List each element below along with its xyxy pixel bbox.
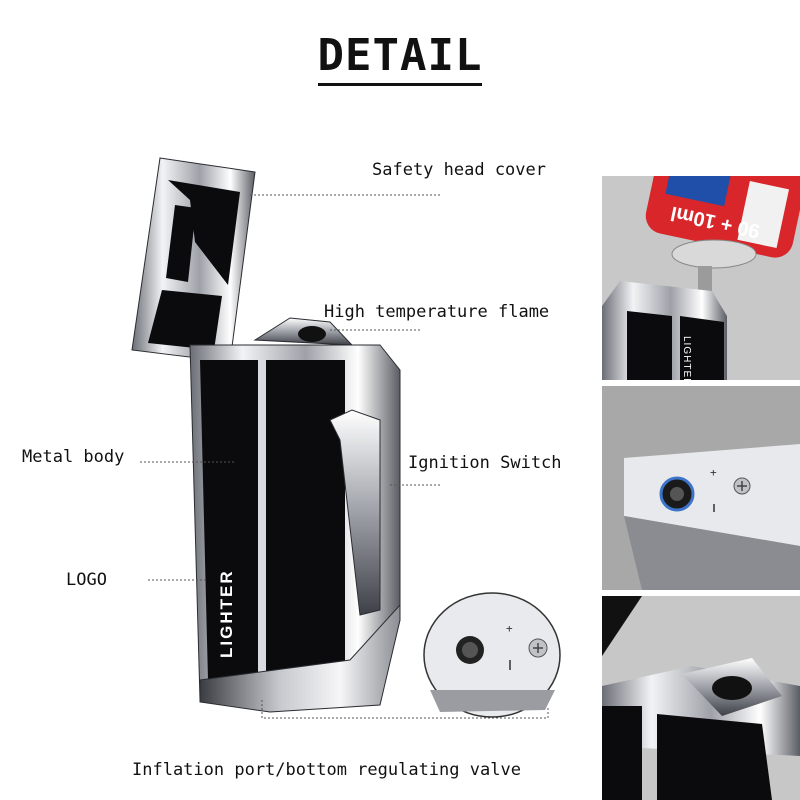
safety-head-cover	[131, 157, 256, 363]
label-high-temperature-flame: High temperature flame	[324, 302, 550, 322]
photo-flame-outlet-top	[602, 596, 800, 800]
label-ignition-switch: Ignition Switch	[408, 453, 562, 473]
lighter-body	[189, 344, 401, 713]
label-metal-body: Metal body	[22, 447, 125, 467]
flame-outlet	[253, 317, 354, 346]
brand-logo-text: LIGHTER	[217, 569, 236, 658]
inflation-port-zoom: +	[423, 592, 561, 718]
label-safety-head-cover: Safety head cover	[372, 160, 546, 180]
page-title: DETAIL	[0, 30, 800, 86]
svg-text:+: +	[506, 622, 513, 635]
svg-text:LIGHTER: LIGHTER	[681, 336, 692, 380]
photo-refill-gas-can: 90 + 10ml LIGHTER	[602, 176, 800, 380]
leader-lines	[140, 194, 549, 719]
photo-ignition-closeup: +	[602, 386, 800, 590]
label-inflation-port: Inflation port/bottom regulating valve	[132, 760, 521, 780]
svg-text:+: +	[710, 466, 717, 479]
label-logo: LOGO	[66, 570, 107, 590]
